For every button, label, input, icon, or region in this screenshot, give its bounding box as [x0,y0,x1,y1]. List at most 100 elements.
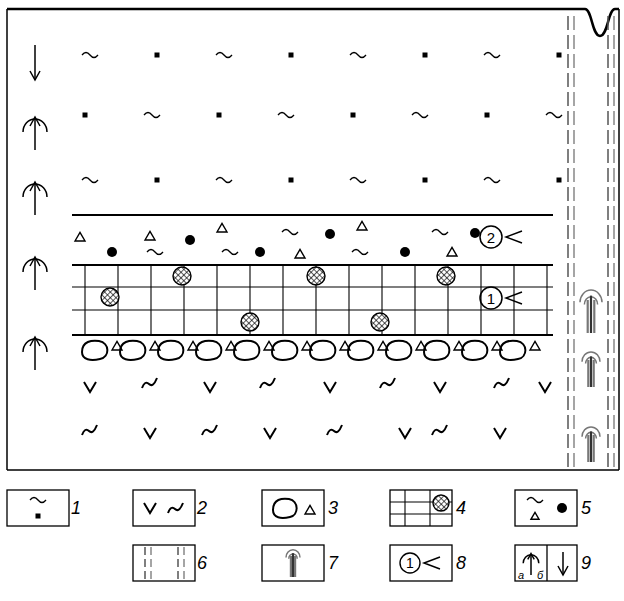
line-art [72,214,553,216]
line-art [587,435,589,462]
rubble-symbol [531,512,539,519]
rubble-symbol [447,248,457,257]
sand-symbol [83,113,88,118]
line-art [294,556,296,577]
clay-symbol [30,498,46,503]
legend-number: 8 [456,554,466,572]
legend-sample [515,545,577,581]
line-art [34,183,36,215]
clay-symbol [282,230,298,235]
legend-sample [262,545,324,581]
callout-number: 1 [487,291,495,306]
ground-surface [7,9,619,36]
rubble-symbol [530,342,540,351]
volcanic-symbol [142,378,157,388]
ore-symbol [437,267,455,285]
clay-symbol [216,178,232,183]
clay-symbol [82,53,98,58]
line-art [292,553,294,577]
line-art [282,265,283,335]
legend-sub-label: а [518,570,524,581]
boulder-symbol [310,341,335,360]
line-art [590,296,592,333]
legend-number: 2 [197,499,207,517]
legend-sample [133,545,195,581]
clay-symbol [216,53,232,58]
rubble-symbol [305,506,315,515]
pebble-symbol [557,503,567,513]
legend-sample [390,490,452,526]
line-art [34,45,36,80]
line-art [546,265,547,335]
rubble-symbol [295,250,305,259]
line-art [590,356,592,387]
clay-symbol [546,113,562,118]
boulder-symbol [120,341,145,360]
callout-circle [400,553,420,573]
pebble-symbol [400,247,410,257]
ore-symbol [307,267,325,285]
clay-symbol [144,113,160,118]
line-art [72,309,553,310]
line-art [183,547,185,579]
legend-number: 5 [581,499,591,517]
legend-sample [262,490,324,526]
sand-symbol [155,178,160,183]
line-art [144,547,146,579]
legend-sample [7,490,69,526]
sand-symbol [423,178,428,183]
boulder-symbol [196,341,221,360]
fault-zone-line [613,16,615,470]
legend-number: 3 [328,499,338,517]
clay-symbol [222,250,238,255]
pebble-symbol [325,229,335,239]
arrow-head [558,566,568,575]
pointer-symbol [424,557,440,569]
boulder-symbol [158,341,183,360]
callout-number: 1 [406,556,414,570]
clay-symbol [412,113,428,118]
sand-symbol [36,514,41,519]
ore-symbol [173,267,191,285]
volcanic-symbol [434,382,446,392]
sand-symbol [289,53,294,58]
volcanic-symbol [324,382,336,392]
pebble-symbol [107,247,117,257]
boulder-symbol [500,341,525,360]
line-art [404,490,405,526]
line-art [414,265,415,335]
legend-number: 7 [328,554,338,572]
boulder-symbol [348,341,373,360]
rubble-symbol [75,233,85,242]
line-art [593,300,595,333]
boulder-symbol [386,341,411,360]
volcanic-symbol [204,382,216,392]
boulder-symbol [82,341,107,360]
line-art [34,338,36,370]
volcanic-symbol [327,425,342,435]
fault-zone-line [607,16,609,470]
legend-number: 1 [71,499,81,517]
boulder-symbol [273,499,297,518]
legend-sample [515,490,577,526]
legend-number: 4 [456,499,466,517]
sand-symbol [289,178,294,183]
sand-symbol [351,113,356,118]
pointer-symbol [506,231,522,243]
pebble-symbol [470,228,480,238]
sand-symbol [155,53,160,58]
volcanic-symbol [168,503,183,513]
line-art [34,258,36,290]
arc-symbol [523,555,539,563]
volcanic-symbol [84,382,96,392]
line-art [6,9,8,470]
volcanic-symbol [380,378,395,388]
legend-sample [133,490,195,526]
line-art [513,265,514,335]
clay-symbol [82,178,98,183]
line-art [618,9,620,470]
line-art [7,469,619,471]
arc-symbol [23,339,47,352]
line-art [590,431,592,462]
